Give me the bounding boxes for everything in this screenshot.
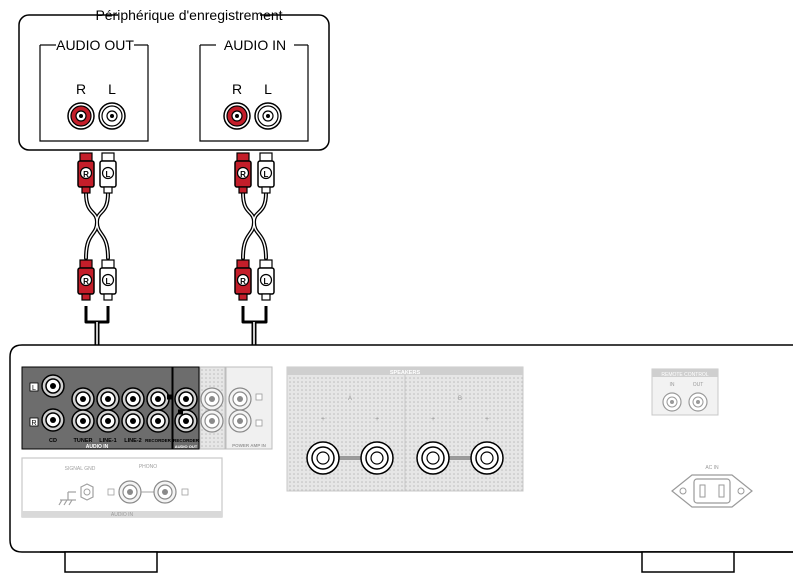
line2-label: LINE-2 bbox=[124, 438, 141, 444]
remote-control-label: REMOTE CONTROL bbox=[661, 372, 708, 378]
phono-label: PHONO bbox=[139, 464, 157, 470]
recorder-out-r-jack[interactable] bbox=[67, 102, 95, 130]
recording-device-title: Périphérique d'enregistrement bbox=[95, 7, 282, 23]
remote-out-jack[interactable] bbox=[688, 392, 708, 412]
amplifier-foot-left bbox=[64, 551, 158, 573]
recorder-in-r-jack[interactable] bbox=[223, 102, 251, 130]
plug-r-letter: R bbox=[83, 170, 89, 179]
svg-text:+: + bbox=[431, 416, 435, 423]
recorder-out-l-label: L bbox=[108, 81, 116, 97]
signal-gnd-label: SIGNAL GND bbox=[65, 466, 96, 472]
audio-in-group-label: AUDIO IN bbox=[86, 444, 109, 450]
audio-out-group-label: AUDIO OUT bbox=[175, 444, 198, 449]
plug-r-letter: R bbox=[240, 170, 246, 179]
pre-out-l-jack[interactable] bbox=[200, 387, 224, 411]
remote-in-jack[interactable] bbox=[662, 392, 682, 412]
ac-in-label: AC IN bbox=[705, 465, 719, 471]
plug-l-letter: L bbox=[106, 170, 111, 179]
ground-icon bbox=[58, 491, 76, 506]
rca-cable-2 bbox=[241, 191, 268, 260]
plug-l-letter: L bbox=[106, 277, 111, 286]
recorder-out-r-label: R bbox=[76, 81, 86, 97]
svg-text:+: + bbox=[485, 416, 489, 423]
amplifier-foot-right bbox=[641, 551, 735, 573]
remote-in-label: IN bbox=[670, 382, 675, 388]
speaker-b-label: B bbox=[458, 396, 462, 402]
speaker-b-minus-terminal[interactable] bbox=[416, 441, 450, 475]
recorder-audio-in-group: AUDIO IN R L bbox=[199, 37, 309, 142]
recorder-out-label: RECORDER bbox=[173, 438, 200, 443]
line1-r-jack[interactable] bbox=[96, 409, 120, 433]
recorder-audio-out-group: AUDIO OUT R L bbox=[39, 37, 149, 142]
plug-r-letter: R bbox=[83, 277, 89, 286]
side-l-label: L bbox=[32, 385, 36, 392]
recording-device: Périphérique d'enregistrement AUDIO OUT … bbox=[18, 6, 330, 151]
pre-out-r-jack[interactable] bbox=[200, 409, 224, 433]
recorder-in-l-jack[interactable] bbox=[254, 102, 282, 130]
speakers-label: SPEAKERS bbox=[390, 370, 421, 376]
ground-terminal[interactable] bbox=[80, 483, 94, 501]
speaker-a-label: A bbox=[348, 396, 352, 402]
speaker-b-plus-terminal[interactable] bbox=[470, 441, 504, 475]
amplifier-rear-panel: L R CD TUNER LINE-1 LINE-2 RECORDER AUDI… bbox=[9, 344, 793, 573]
recorder-audio-out-label: AUDIO OUT bbox=[56, 37, 134, 53]
plug-l-letter: L bbox=[264, 170, 269, 179]
phono-group-label: AUDIO IN bbox=[111, 512, 134, 518]
line1-l-jack[interactable] bbox=[96, 387, 120, 411]
recorder-out-l-jack-amp[interactable] bbox=[174, 387, 198, 411]
plug-r-letter: R bbox=[240, 277, 246, 286]
power-amp-in-l-jack[interactable] bbox=[228, 387, 252, 411]
line2-r-jack[interactable] bbox=[121, 409, 145, 433]
ac-inlet[interactable] bbox=[671, 474, 753, 508]
power-amp-in-r-jack[interactable] bbox=[228, 409, 252, 433]
speaker-a-plus-terminal[interactable] bbox=[360, 441, 394, 475]
recorder-in-l-jack-amp[interactable] bbox=[146, 387, 170, 411]
line1-label: LINE-1 bbox=[99, 438, 116, 444]
power-amp-in-label: POWER AMP IN bbox=[232, 443, 266, 448]
tuner-l-jack[interactable] bbox=[71, 387, 95, 411]
recorder-in-label: RECORDER bbox=[145, 438, 172, 443]
plug-l-letter: L bbox=[264, 277, 269, 286]
cd-l-jack[interactable] bbox=[41, 374, 65, 398]
recorder-out-l-jack[interactable] bbox=[98, 102, 126, 130]
rca-cable-1 bbox=[84, 191, 110, 260]
side-r-label: R bbox=[31, 420, 36, 427]
recorder-in-r-jack-amp[interactable] bbox=[146, 409, 170, 433]
svg-text:+: + bbox=[375, 416, 379, 423]
speaker-a-minus-terminal[interactable] bbox=[306, 441, 340, 475]
recorder-audio-in-label: AUDIO IN bbox=[224, 37, 286, 53]
phono-l-jack[interactable] bbox=[153, 480, 177, 504]
phono-r-jack[interactable] bbox=[118, 480, 142, 504]
line2-l-jack[interactable] bbox=[121, 387, 145, 411]
tuner-label: TUNER bbox=[74, 438, 93, 444]
remote-out-label: OUT bbox=[693, 382, 704, 388]
recorder-in-l-label: L bbox=[264, 81, 272, 97]
recording-device-box bbox=[18, 14, 330, 151]
cd-r-jack[interactable] bbox=[41, 408, 65, 432]
svg-text:+: + bbox=[321, 416, 325, 423]
cd-label: CD bbox=[49, 438, 57, 444]
recorder-in-r-label: R bbox=[232, 81, 242, 97]
tuner-r-jack[interactable] bbox=[71, 409, 95, 433]
